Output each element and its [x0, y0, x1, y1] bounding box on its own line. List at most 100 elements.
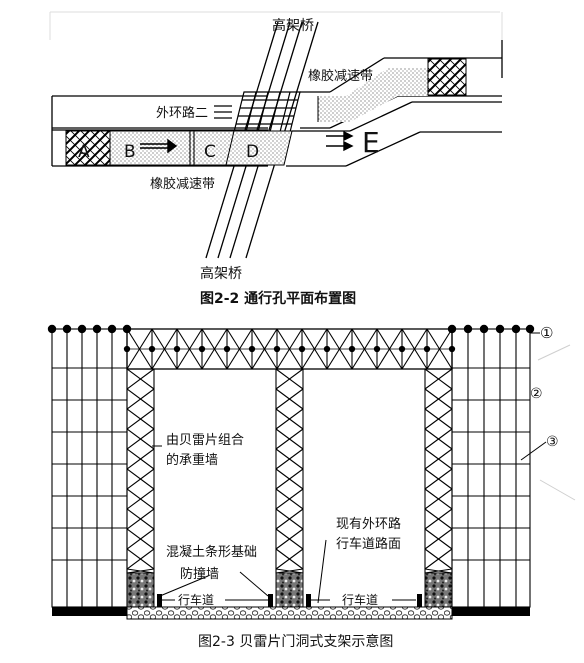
truss-diagonal: [326, 328, 353, 370]
column-brace: [275, 568, 304, 574]
column-brace: [126, 448, 155, 470]
truss-diagonal: [126, 328, 153, 370]
gateway-support-figure: ① ② ③ 由贝雷片组合 的承重墙 现有外环路 行车道路面 混凝土条形基础 防撞…: [47, 324, 576, 650]
label-road-line2: 行车道路面: [336, 536, 401, 552]
top-rivet-dot: [107, 324, 117, 334]
truss-diagonal: [426, 328, 453, 370]
column-brace: [126, 388, 155, 410]
column-brace: [126, 568, 155, 574]
top-rivet-dot: [511, 324, 521, 334]
label-lane-left: 行车道: [178, 592, 214, 607]
label-base-line2: 防撞墙: [180, 566, 219, 582]
truss-diagonal: [351, 328, 378, 370]
bailey-column: [275, 368, 304, 574]
truss-diagonal: [201, 328, 228, 370]
column-brace: [275, 468, 304, 490]
truss-node-dot: [298, 345, 306, 353]
crash-barrier-left: [157, 594, 162, 607]
label-zone-c: C: [204, 142, 216, 162]
column-brace: [424, 568, 453, 574]
column-brace: [424, 408, 453, 430]
label-wall-line1: 由贝雷片组合: [166, 433, 244, 448]
top-rivet-dot: [122, 324, 132, 334]
column-brace: [424, 488, 453, 510]
plan-view-figure: 高架桥 橡胶减速带 外环路二 橡胶减速带 高架桥 A B C D E 图2-2 …: [49, 11, 503, 307]
label-rubber-bottom: 橡胶减速带: [150, 176, 215, 192]
background-lines: [49, 11, 503, 40]
column-brace: [275, 428, 304, 450]
top-rivet-dot: [447, 324, 457, 334]
label-base-line1: 混凝土条形基础: [166, 544, 257, 560]
truss-node-dot: [198, 345, 206, 353]
road-base-left-dark: [52, 607, 127, 616]
leader-lines: [152, 332, 547, 604]
column-brace: [275, 448, 304, 470]
outer-ring-lines: [214, 105, 232, 119]
truss-node-dot: [148, 345, 156, 353]
truss-node-dot: [223, 345, 231, 353]
truss-node-dot: [248, 345, 256, 353]
arrow-to-e: [326, 130, 354, 152]
column-brace: [126, 488, 155, 510]
top-rivet-dot: [525, 324, 535, 334]
top-rivet-dot: [463, 324, 473, 334]
truss-diagonal: [226, 328, 253, 370]
bailey-column: [126, 368, 155, 574]
crash-barrier-mid-right: [306, 594, 311, 607]
column-brace: [126, 528, 155, 550]
foundation-right: [424, 572, 453, 608]
column-brace: [275, 508, 304, 530]
column-brace: [126, 428, 155, 450]
top-rivet-dots: [47, 324, 535, 334]
label-zone-a: A: [78, 142, 90, 162]
label-bridge-top: 高架桥: [272, 17, 314, 34]
column-brace: [126, 508, 155, 530]
column-brace: [424, 368, 453, 390]
column-brace: [126, 468, 155, 490]
truss-diagonal: [301, 328, 328, 370]
truss-node-dot: [323, 345, 331, 353]
road-base-right-dark: [452, 607, 530, 616]
figure2-caption: 图2-3 贝雷片门洞式支架示意图: [198, 633, 393, 650]
right-dotted-area: [318, 68, 428, 122]
column-brace: [424, 468, 453, 490]
column-brace: [424, 448, 453, 470]
foundation-left: [126, 572, 155, 608]
column-brace: [126, 548, 155, 570]
marker-3: ③: [546, 434, 559, 450]
truss-node-dot: [398, 345, 406, 353]
column-brace: [126, 408, 155, 430]
column-brace: [424, 548, 453, 570]
truss-node-dot: [423, 345, 431, 353]
truss-node-dot: [373, 345, 381, 353]
label-zone-b: B: [124, 142, 136, 162]
column-brace: [275, 488, 304, 510]
right-scaffold: [451, 328, 531, 608]
column-brace: [126, 368, 155, 390]
left-scaffold: [51, 328, 128, 608]
label-rubber-top: 橡胶减速带: [308, 68, 373, 84]
column-brace: [424, 428, 453, 450]
truss-node-dot: [173, 345, 181, 353]
label-wall-line2: 的承重墙: [166, 452, 218, 468]
truss-diagonal: [151, 328, 178, 370]
label-zone-d: D: [246, 142, 259, 162]
truss-diagonal: [251, 328, 278, 370]
top-rivet-dot: [92, 324, 102, 334]
truss-diagonal: [376, 328, 403, 370]
truss-node-dot: [348, 345, 356, 353]
road-base-stones: [126, 606, 453, 620]
truss-node-dot: [448, 345, 456, 353]
left-road: [51, 95, 268, 167]
label-bridge-bottom: 高架桥: [200, 265, 242, 282]
foundation-middle: [275, 572, 304, 608]
label-lane-right: 行车道: [342, 592, 378, 607]
truss-node-dot: [273, 345, 281, 353]
top-rivet-dot: [62, 324, 72, 334]
upper-right-hatched-block: [427, 58, 467, 96]
top-rivet-dot: [77, 324, 87, 334]
arrow-zone-b: [140, 138, 178, 154]
bailey-column: [424, 368, 453, 574]
label-zone-e: E: [362, 126, 380, 159]
